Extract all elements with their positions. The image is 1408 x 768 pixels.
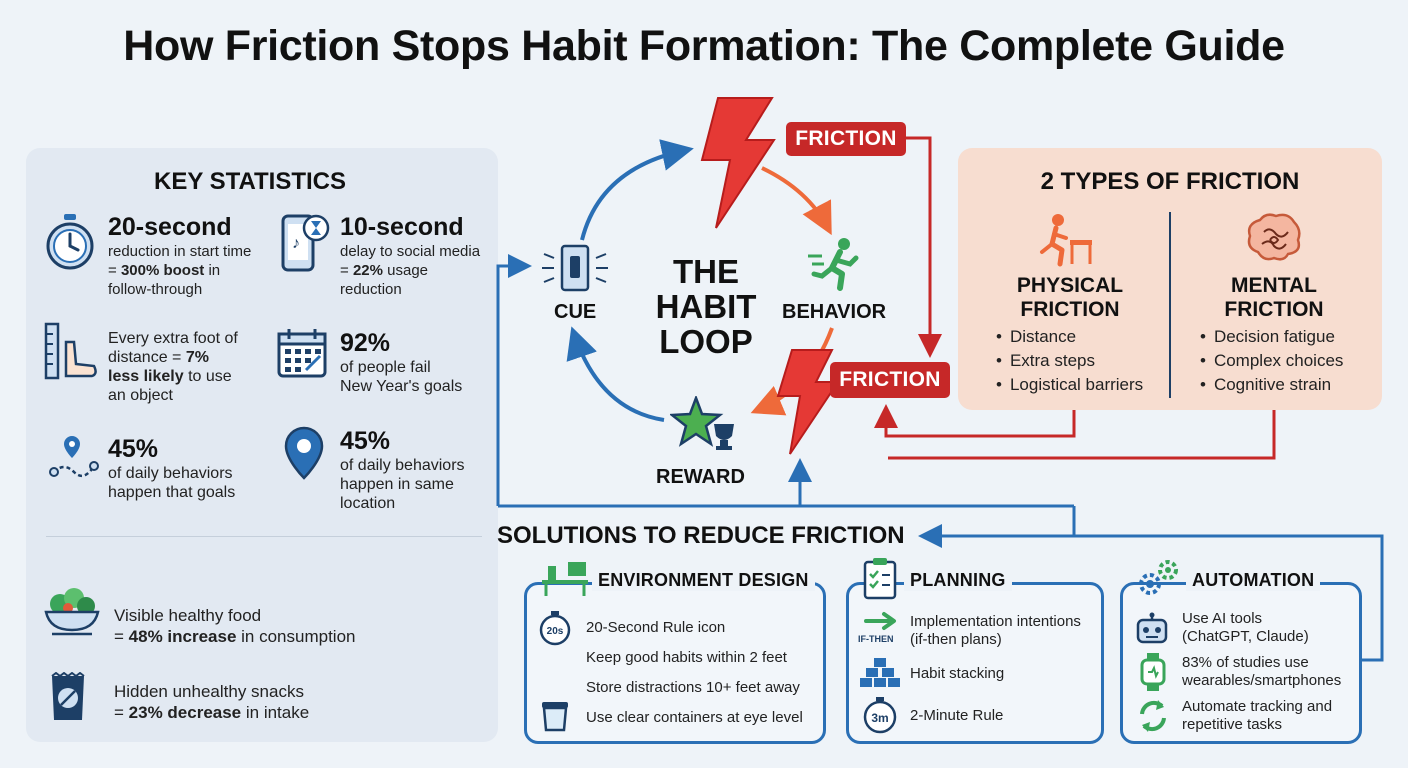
phone-hourglass-icon: ♪ [281,214,330,272]
lightning-top-icon [700,97,776,229]
planning-title: PLANNING [904,570,1012,591]
automation-item-tracking: Automate tracking and repetitive tasks [1182,698,1333,733]
lightning-bottom-icon [776,349,840,455]
stat-92-percent-value: 92% [340,329,391,357]
physical-item: Logistical barriers [996,373,1143,397]
ruler-foot-icon [44,322,97,380]
env-item-clear-containers: Use clear containers at eye level [586,709,803,726]
checklist-icon [863,558,897,600]
timer-20s-icon: 20s [539,611,571,646]
automation-title: AUTOMATION [1186,570,1321,591]
cue-label: CUE [554,301,597,323]
environment-design-title: ENVIRONMENT DESIGN [592,570,815,591]
mental-friction-list: Decision fatigue Complex choices Cogniti… [1200,325,1343,397]
stat-foot-distance-text: Every extra foot of distance = 7% less l… [108,330,238,404]
stat-45-percent-goals-text: of daily behaviors happen that goals [108,465,236,501]
behavior-label: BEHAVIOR [782,301,887,323]
location-pin-icon [284,426,324,480]
timer-3m-icon: 3m [863,697,897,734]
friction-top-tag: FRICTION [786,122,906,156]
mental-item: Decision fatigue [1200,325,1343,349]
running-person-icon [808,238,859,291]
map-path-icon [49,436,99,478]
stat-45-percent-goals-value: 45% [108,435,159,463]
stat-45-percent-location-text: of daily behaviors happen in same locati… [340,457,465,512]
friction-types-heading: 2 TYPES OF FRICTION [1040,168,1300,195]
habit-loop-center-label: THE HABIT LOOP [655,253,757,360]
stat-healthy-food-text: Visible healthy food = 48% increase in c… [114,606,356,646]
friction-right-tag: FRICTION [830,362,950,398]
svg-text:♪: ♪ [292,235,300,252]
automation-item-ai-tools: Use AI tools (ChatGPT, Claude) [1182,610,1309,645]
solutions-to-cue-line [496,254,532,506]
snack-bag-icon [51,672,85,720]
stat-10-second-value: 10-second [340,213,464,241]
stat-hidden-snacks-text: Hidden unhealthy snacks = 23% decrease i… [114,682,310,722]
friction-connector [906,136,942,358]
mental-friction-heading: MENTAL FRICTION [1224,274,1324,321]
habit-stacking-icon [860,658,900,687]
stats-divider [46,536,482,537]
mental-item: Complex choices [1200,349,1343,373]
svg-text:3m: 3m [871,711,888,725]
key-statistics-panel [26,148,498,742]
cue-to-top-arrow [580,139,694,241]
physical-item: Extra steps [996,349,1143,373]
physical-item: Distance [996,325,1143,349]
stat-92-percent-text: of people fail New Year's goals [340,359,463,395]
gears-icon [1139,560,1178,595]
calendar-icon [277,329,327,378]
robot-icon [1136,612,1168,644]
env-item-20-second-rule: 20-Second Rule icon [586,619,726,636]
env-item-good-habits: Keep good habits within 2 feet [586,649,787,666]
stat-10-second-text: delay to social media = 22% usage reduct… [340,243,481,298]
types-divider [1169,212,1171,398]
page-title: How Friction Stops Habit Formation: The … [123,22,1285,70]
stat-20-second-value: 20-second [108,213,232,241]
stat-45-percent-location-value: 45% [340,427,391,455]
reward-to-cue-arrow [566,326,665,422]
key-statistics-heading: KEY STATISTICS [154,168,347,195]
hurdle-runner-icon [1040,214,1092,267]
mental-item: Cognitive strain [1200,373,1343,397]
salad-bowl-icon [44,588,100,636]
sync-arrows-icon [1140,700,1166,732]
stopwatch-icon [46,214,94,270]
smartwatch-icon [1140,653,1166,691]
desk-icon [542,562,588,596]
planning-item-two-minute-rule: 2-Minute Rule [910,707,1004,724]
to-behavior-arrow [761,166,832,236]
svg-text:20s: 20s [547,626,564,637]
stat-20-second-text: reduction in start time = 300% boost in … [108,243,252,298]
physical-to-friction-line [874,404,1076,438]
reward-label: REWARD [656,466,745,488]
mental-to-friction-line [888,410,1276,460]
planning-item-implementation: Implementation intentions (if-then plans… [910,613,1081,648]
right-arrow-icon [864,612,896,630]
light-switch-icon [542,244,608,292]
if-then-icon-label: IF-THEN [858,634,894,644]
planning-item-habit-stacking: Habit stacking [910,665,1005,682]
star-trophy-icon [670,396,734,450]
env-item-distractions: Store distractions 10+ feet away [586,679,800,696]
physical-friction-heading: PHYSICAL FRICTION [1016,274,1124,321]
brain-icon [1247,213,1301,261]
automation-to-solutions-line [918,506,1076,548]
physical-friction-list: Distance Extra steps Logistical barriers [996,325,1143,397]
automation-item-wearables: 83% of studies use wearables/smartphones [1182,654,1342,689]
solutions-heading: SOLUTIONS TO REDUCE FRICTION [497,522,905,549]
clear-container-icon [542,702,568,732]
